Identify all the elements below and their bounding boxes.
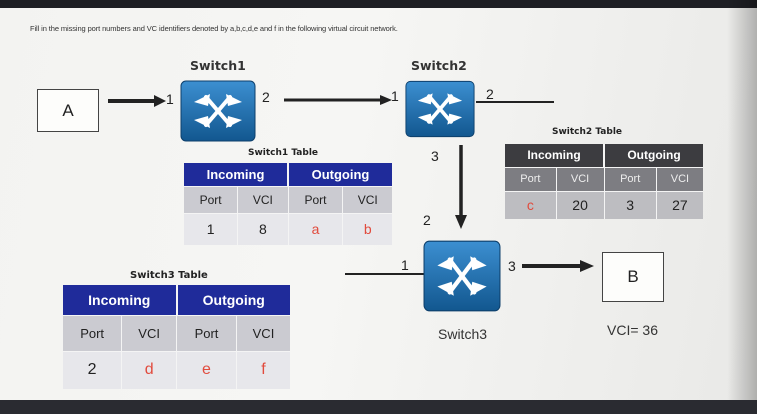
switch2-port-down: 3 — [431, 148, 439, 164]
switch2-col-vci-out: VCI — [655, 166, 703, 191]
switch1-cell-a: a — [287, 212, 343, 245]
switch3-cell-e: e — [176, 350, 237, 389]
switch2-table: Incoming Outgoing Port VCI Port VCI c 20… — [505, 144, 703, 219]
switch2-port-in: 1 — [391, 88, 399, 104]
switch3-table: Incoming Outgoing Port VCI Port VCI 2 d … — [63, 285, 290, 389]
screen-edge-shadow — [727, 0, 757, 400]
switch3-port-left: 1 — [401, 257, 409, 273]
switch1-incoming-header: Incoming — [184, 163, 288, 186]
switch1-table-caption: Switch1 Table — [248, 148, 319, 158]
switch2-label: Switch2 — [411, 58, 467, 73]
switch3-port-top: 2 — [423, 212, 431, 228]
switch2-cell-vci-in: 20 — [555, 190, 604, 219]
switch3-incoming-header: Incoming — [63, 285, 177, 315]
switch3-label: Switch3 — [438, 326, 488, 342]
switch2-port-right: 2 — [486, 86, 494, 102]
switch1-cell-b: b — [342, 212, 392, 245]
arrow-switch3-to-b — [522, 260, 594, 272]
switch3-col-vci-out: VCI — [235, 314, 290, 351]
switch1-col-port-out: Port — [287, 185, 343, 213]
switch3-col-vci-in: VCI — [121, 314, 177, 351]
arrow-a-to-switch1 — [108, 95, 166, 107]
switch2-col-vci-in: VCI — [555, 166, 604, 191]
switch1-port-in: 1 — [166, 91, 174, 107]
host-b: B — [602, 252, 664, 302]
host-b-vci: VCI= 36 — [607, 322, 658, 338]
arrow-switch1-to-switch2 — [284, 95, 392, 105]
switch2-cell-c: c — [505, 190, 557, 219]
switch3-left-line — [345, 273, 425, 275]
switch1-port-out: 2 — [262, 89, 270, 105]
arrow-switch2-to-switch3 — [455, 145, 467, 229]
switch3-col-port-in: Port — [63, 314, 122, 351]
switch1-col-port-in: Port — [184, 185, 238, 213]
switch1-outgoing-header: Outgoing — [287, 163, 392, 186]
switch1-table: Incoming Outgoing Port VCI Port VCI 1 8 … — [184, 163, 392, 245]
switch1-col-vci-out: VCI — [342, 185, 392, 213]
switch3-icon — [423, 240, 501, 312]
switch1-label: Switch1 — [190, 58, 246, 73]
switch2-cell-vci-out: 27 — [655, 190, 703, 219]
switch2-right-line — [476, 101, 554, 103]
question-text: Fill in the missing port numbers and VC … — [30, 24, 398, 33]
switch3-port-out: 3 — [508, 258, 516, 274]
switch2-incoming-header: Incoming — [505, 144, 604, 167]
switch2-outgoing-header: Outgoing — [603, 144, 703, 167]
worksheet: Fill in the missing port numbers and VC … — [0, 0, 757, 400]
switch1-cell-port-in: 1 — [184, 212, 238, 245]
switch1-icon — [180, 80, 256, 142]
switch3-outgoing-header: Outgoing — [175, 285, 290, 315]
switch3-table-caption: Switch3 Table — [130, 270, 208, 281]
switch2-col-port-out: Port — [603, 166, 657, 191]
switch2-cell-port-out: 3 — [603, 190, 657, 219]
switch1-col-vci-in: VCI — [237, 185, 288, 213]
switch3-cell-f: f — [235, 350, 290, 389]
switch3-col-port-out: Port — [176, 314, 237, 351]
switch1-cell-vci-in: 8 — [237, 212, 288, 245]
host-a: A — [37, 89, 99, 132]
top-bezel — [0, 0, 757, 8]
switch2-col-port-in: Port — [505, 166, 557, 191]
switch3-cell-port-in: 2 — [63, 350, 122, 389]
switch2-table-caption: Switch2 Table — [552, 127, 623, 137]
switch2-icon — [405, 79, 475, 139]
switch3-cell-d: d — [121, 350, 177, 389]
